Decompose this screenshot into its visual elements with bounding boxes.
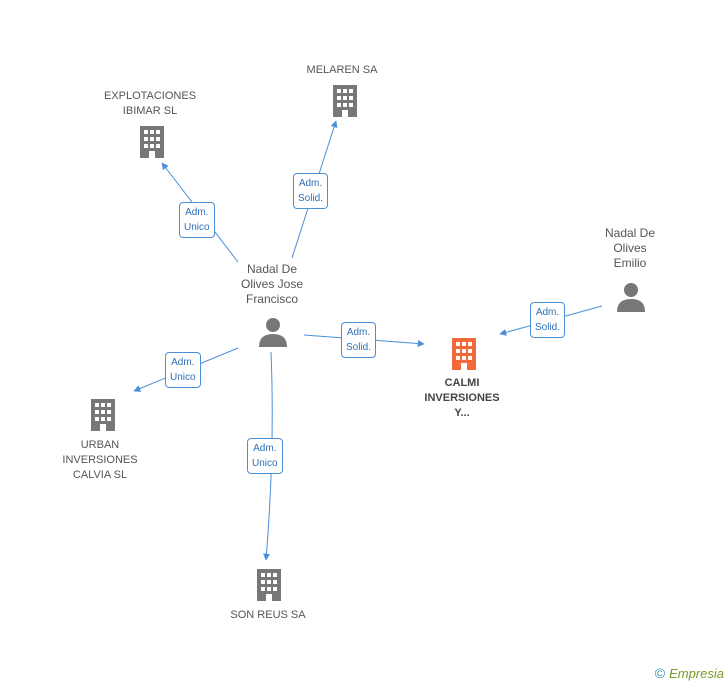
building-icon[interactable]: [449, 337, 479, 371]
node-label-urban[interactable]: URBAN INVERSIONES CALVIA SL: [62, 439, 138, 481]
node-label-son-reus[interactable]: SON REUS SA: [230, 609, 306, 621]
building-icon[interactable]: [137, 125, 167, 159]
copyright-icon: ©: [654, 665, 666, 681]
node-label-nadal-jose[interactable]: Nadal De Olives Jose Francisco: [240, 262, 304, 306]
edge-label-adm-solid: Adm. Solid.: [293, 173, 329, 209]
edge-label-adm-solid: Adm. Solid.: [530, 302, 566, 338]
watermark: © Empresia: [655, 665, 724, 681]
node-label-calmi[interactable]: CALMI INVERSIONES Y...: [424, 377, 500, 419]
building-icon[interactable]: [254, 568, 284, 602]
node-label-nadal-emilio[interactable]: Nadal De Olives Emilio: [604, 226, 656, 270]
edge-label-adm-solid: Adm. Solid.: [341, 322, 377, 358]
edge-label-adm-unico: Adm. Unico: [179, 202, 215, 238]
building-icon[interactable]: [88, 398, 118, 432]
brand-logo: Empresia: [669, 665, 724, 681]
person-icon[interactable]: [258, 316, 288, 348]
building-icon[interactable]: [330, 84, 360, 118]
edge-label-adm-unico: Adm. Unico: [247, 438, 283, 474]
edge-label-adm-unico: Adm. Unico: [165, 352, 201, 388]
person-icon[interactable]: [616, 281, 646, 313]
node-label-melaren[interactable]: MELAREN SA: [306, 64, 378, 76]
node-label-explotaciones[interactable]: EXPLOTACIONES IBIMAR SL: [103, 90, 197, 117]
